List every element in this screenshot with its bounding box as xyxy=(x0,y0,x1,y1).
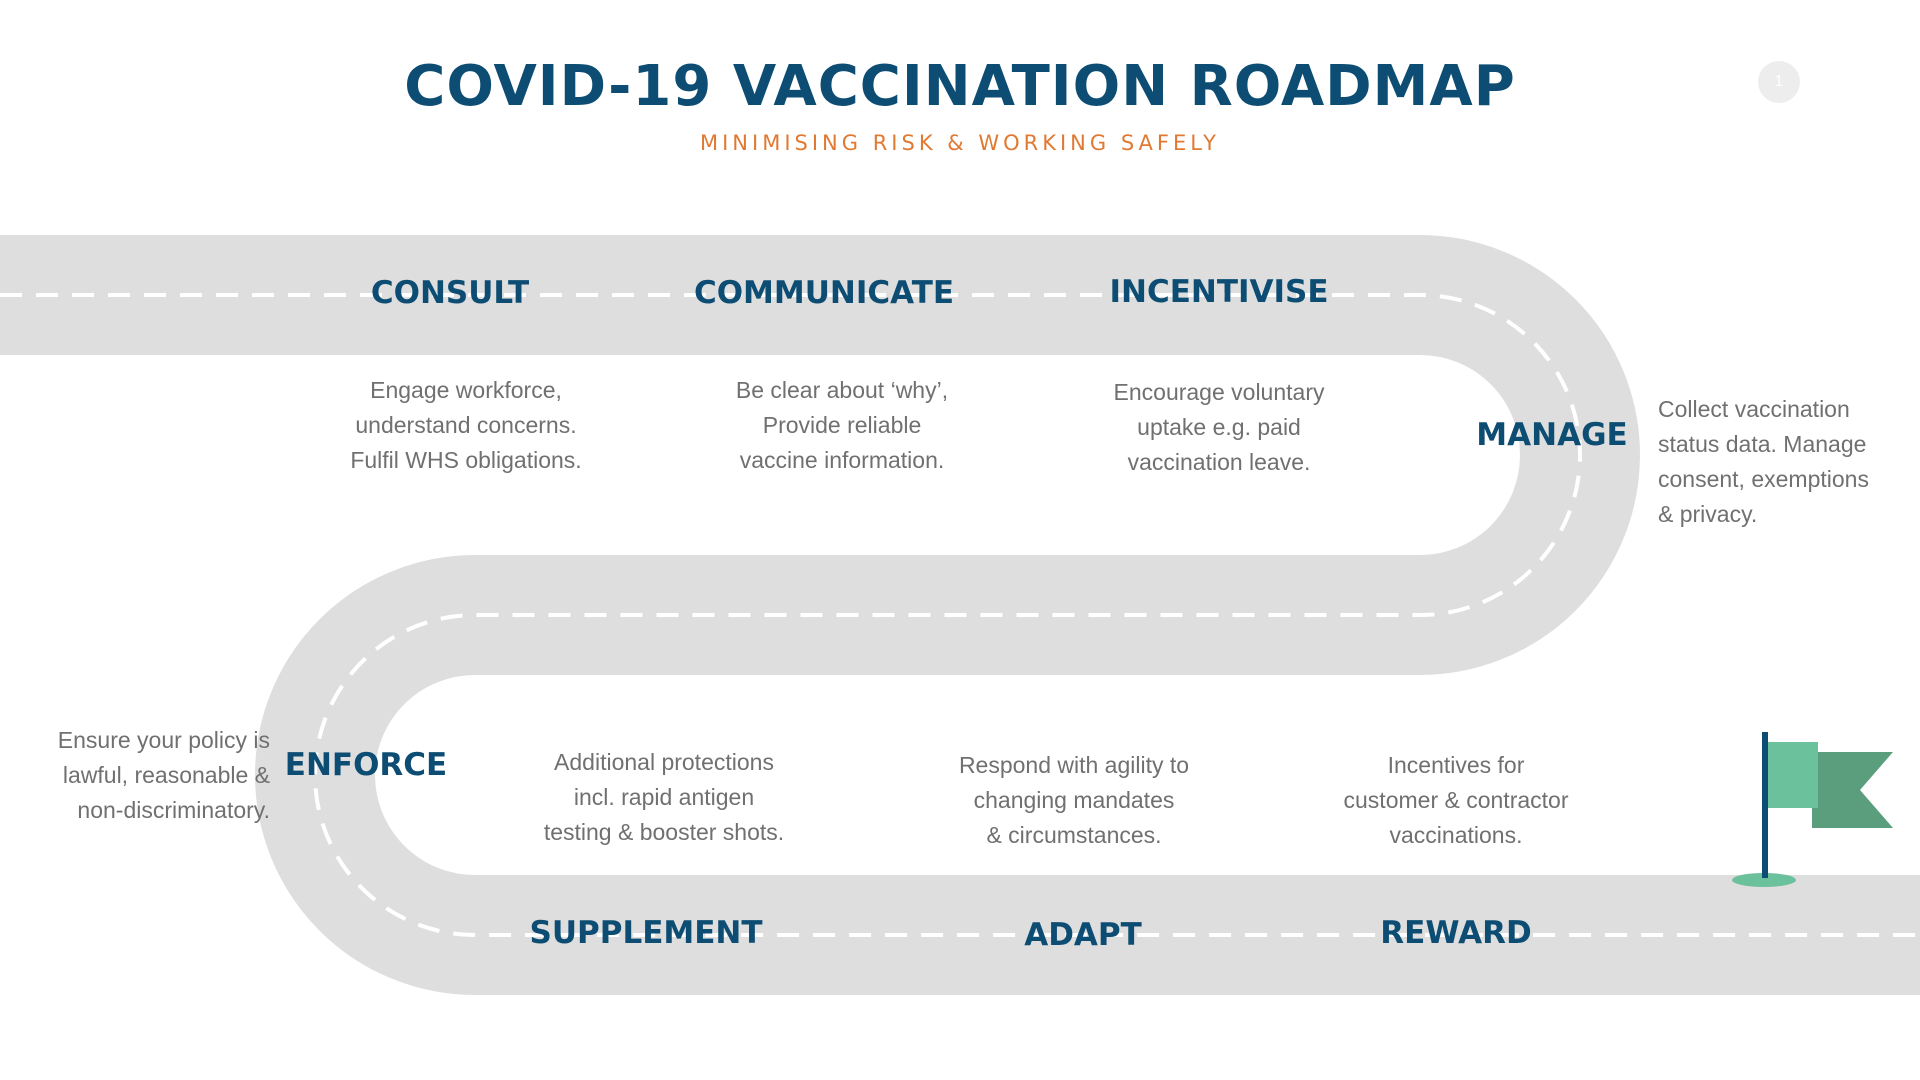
step-supplement-description: Additional protections incl. rapid antig… xyxy=(543,749,785,845)
road-center-line xyxy=(0,293,1920,937)
page-number-badge: 1 xyxy=(1758,61,1800,103)
finish-flag-icon xyxy=(1732,732,1893,887)
step-incentivise-description: Encourage voluntary uptake e.g. paid vac… xyxy=(1113,379,1325,475)
step-enforce-label: ENFORCE xyxy=(284,747,448,783)
step-communicate-description: Be clear about ‘why’, Provide reliable v… xyxy=(735,377,949,473)
step-adapt-description: Respond with agility to changing mandate… xyxy=(958,752,1190,848)
step-manage-label: MANAGE xyxy=(1476,417,1628,453)
step-supplement-label: SUPPLEMENT xyxy=(529,915,763,951)
step-manage-description: Collect vaccination status data. Manage … xyxy=(1658,396,1869,527)
step-communicate-label: COMMUNICATE xyxy=(693,275,955,311)
step-enforce-description: Ensure your policy is lawful, reasonable… xyxy=(57,727,270,823)
step-consult-description: Engage workforce, understand concerns. F… xyxy=(350,377,582,473)
step-adapt-label: ADAPT xyxy=(1024,917,1142,953)
page-title: COVID-19 VACCINATION ROADMAP xyxy=(404,54,1516,119)
step-incentivise-label: INCENTIVISE xyxy=(1109,274,1329,310)
step-consult-label: CONSULT xyxy=(370,275,530,311)
step-reward-description: Incentives for customer & contractor vac… xyxy=(1343,752,1569,848)
page-subtitle: MINIMISING RISK & WORKING SAFELY xyxy=(700,131,1220,155)
step-reward-label: REWARD xyxy=(1380,915,1532,951)
